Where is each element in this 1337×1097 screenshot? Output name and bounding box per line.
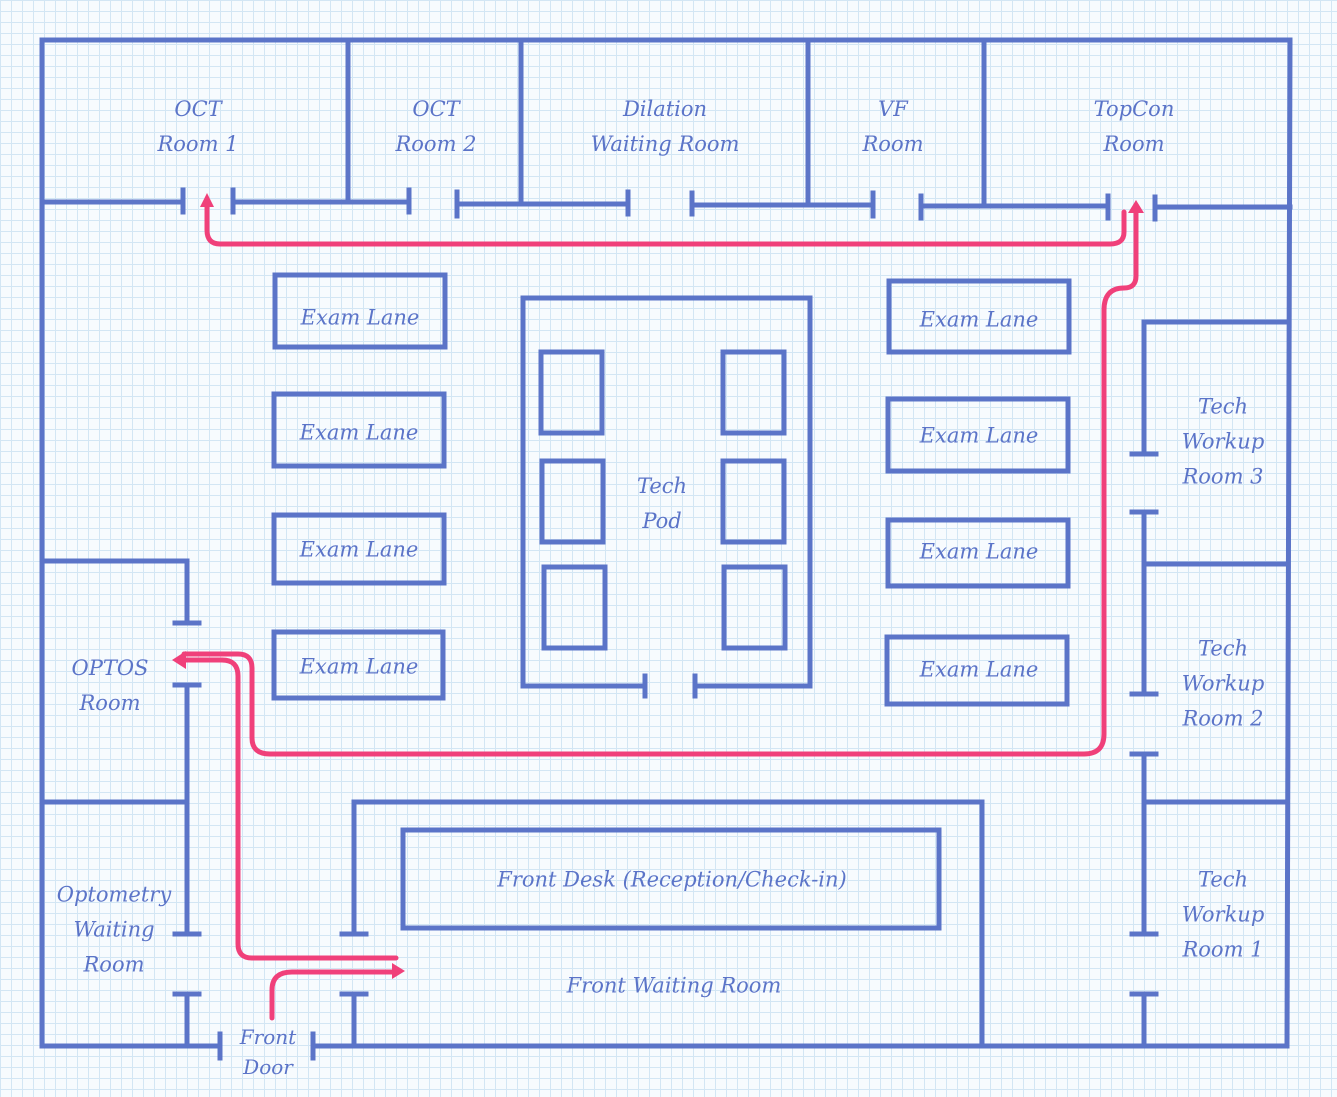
- workstation: [541, 564, 608, 651]
- arrowhead: [200, 193, 214, 207]
- exam-lane-label: Exam Lane: [300, 305, 420, 330]
- exam-lane: [886, 278, 1072, 355]
- exam-lane: [271, 391, 447, 469]
- workstation: [538, 349, 605, 436]
- tech-pod-stations: [538, 349, 788, 651]
- right-room-walls: [1129, 319, 1290, 1049]
- exam-lane: [884, 634, 1070, 707]
- exam-lane: [885, 396, 1071, 474]
- exam-lane-label: Exam Lane: [299, 537, 419, 562]
- exam-lane: [271, 629, 446, 701]
- exam-lane: [272, 272, 448, 350]
- exam-lane-label: Exam Lane: [919, 539, 1039, 564]
- arrowhead: [1128, 200, 1144, 213]
- front-desk-label: Front Desk (Reception/Check-in): [497, 867, 847, 892]
- front-waiting-walls: [339, 799, 985, 1049]
- tech-pod-walls: [520, 295, 813, 699]
- exam-lane-boxes: [271, 272, 1072, 707]
- exam-lane-label: Exam Lane: [919, 307, 1039, 332]
- workstation: [720, 458, 787, 545]
- front-waiting-room-label: Front Waiting Room: [566, 973, 782, 998]
- exam-lane: [271, 512, 447, 586]
- top-room-walls: [39, 37, 1293, 222]
- workstation: [721, 564, 788, 651]
- patient-flow-path: [172, 193, 1144, 1021]
- workstation: [720, 349, 787, 436]
- exam-lane-label: Exam Lane: [299, 420, 419, 445]
- arrowhead: [392, 963, 405, 979]
- exam-lane: [885, 517, 1071, 589]
- exam-lane-label: Exam Lane: [299, 654, 419, 679]
- exam-lane-label: Exam Lane: [919, 423, 1039, 448]
- workstation: [539, 458, 606, 545]
- front-desk-counter: [400, 827, 942, 931]
- left-room-walls: [39, 558, 202, 1049]
- exam-lane-label: Exam Lane: [919, 657, 1039, 682]
